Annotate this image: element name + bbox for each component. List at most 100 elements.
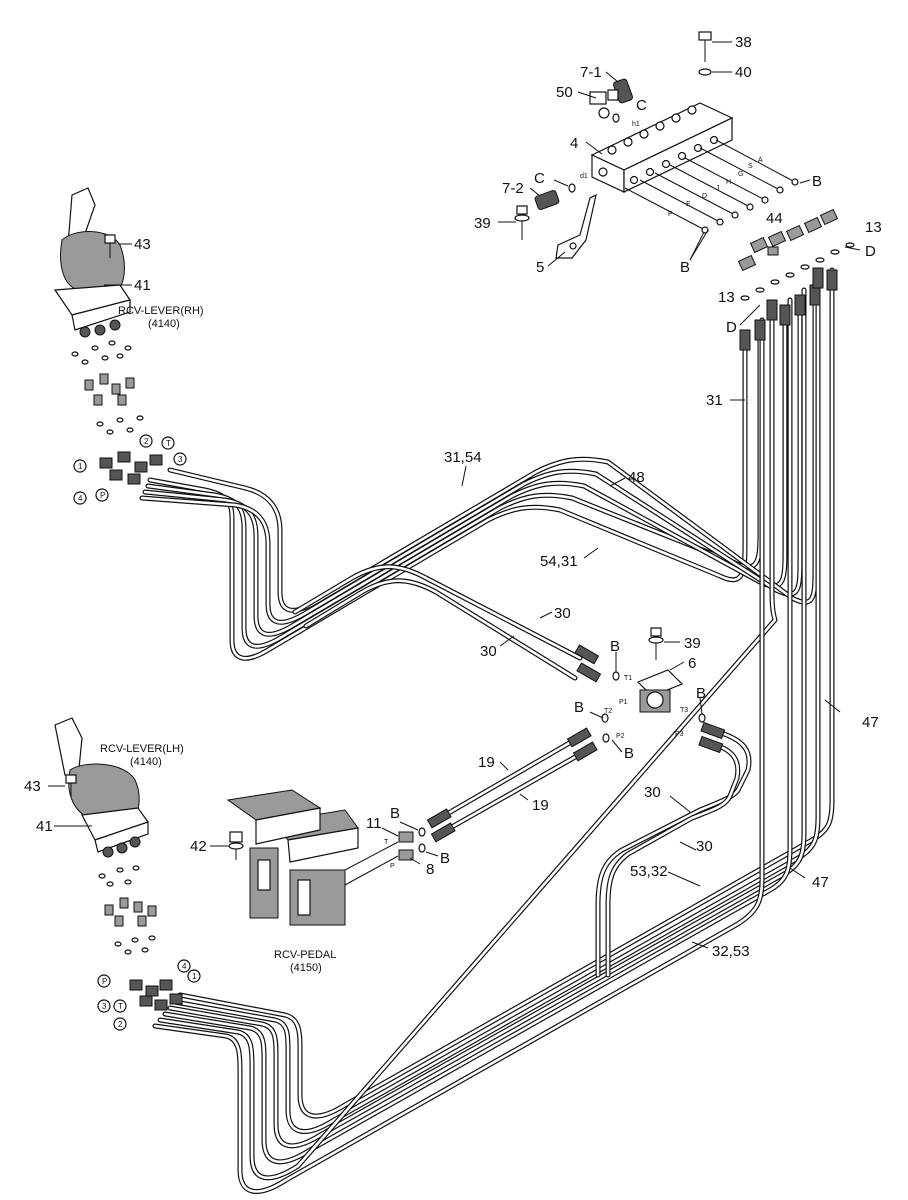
lh-port-2: 2 — [118, 1020, 123, 1029]
manifold-block — [590, 102, 734, 193]
port-s: S — [748, 163, 753, 170]
callout-47-upper: 47 — [862, 714, 879, 731]
callout-11: 11 — [366, 815, 382, 832]
lh-port-1: 1 — [192, 972, 197, 981]
callout-43-rh: 43 — [134, 236, 151, 253]
callout-b-right: B — [812, 173, 822, 190]
callout-b-t1: B — [610, 638, 620, 655]
lh-small-fittings — [98, 865, 157, 955]
rh-port-markers — [73, 434, 187, 505]
port-t1: T1 — [624, 675, 632, 682]
o-rings — [418, 113, 706, 853]
callout-4: 4 — [570, 135, 578, 152]
bolt-43-lh — [65, 774, 77, 798]
bolt-38 — [698, 31, 712, 62]
rh-port-p: P — [100, 491, 105, 500]
bolt-43-rh — [104, 234, 116, 258]
rh-port-t: T — [166, 439, 171, 448]
rh-port-3: 3 — [178, 455, 183, 464]
port-p3: P3 — [675, 731, 684, 738]
callout-c-top: C — [636, 97, 647, 114]
hose-19 — [437, 735, 587, 835]
callout-39-upper: 39 — [474, 215, 491, 232]
callout-19-b: 19 — [532, 797, 549, 814]
callout-43-lh: 43 — [24, 778, 41, 795]
port-number-labels: 1 2 T 3 4 P P 3 T 2 4 1 — [78, 437, 197, 1029]
callout-38: 38 — [735, 34, 752, 51]
port-t2: T2 — [604, 708, 612, 715]
port-a: A — [758, 157, 763, 164]
callout-b-t3: B — [696, 685, 706, 702]
callout-19-a: 19 — [478, 754, 495, 771]
rcv-lever-rh — [53, 187, 131, 338]
callout-8: 8 — [426, 861, 434, 878]
callout-30-a: 30 — [554, 605, 571, 622]
bolt-39-upper — [514, 205, 530, 240]
callout-42: 42 — [190, 838, 207, 855]
callout-b-p2: B — [624, 745, 634, 762]
port-d: D — [702, 193, 707, 200]
port-d1: d1 — [580, 173, 588, 180]
washer-40 — [698, 68, 712, 76]
callout-7-2: 7-2 — [502, 180, 524, 197]
callout-47-lower: 47 — [812, 874, 829, 891]
callout-40: 40 — [735, 64, 752, 81]
port-p1: P1 — [619, 699, 628, 706]
lh-port-t: T — [118, 1002, 123, 1011]
rcv-pedal-label: RCV-PEDAL — [274, 949, 336, 961]
rcv-lever-lh-label: RCV-LEVER(LH) — [100, 743, 184, 755]
rcv-lever-rh-code: (4140) — [148, 318, 180, 330]
callout-30-c: 30 — [644, 784, 661, 801]
pedal-fittings-11-8 — [398, 831, 414, 861]
rcv-lever-lh — [54, 717, 149, 858]
bolt-39-lower — [648, 627, 664, 660]
port-f: F — [668, 211, 672, 218]
port-h1: h1 — [632, 121, 640, 128]
callout-39-lower: 39 — [684, 635, 701, 652]
callout-b-pedal-bottom: B — [440, 850, 450, 867]
rh-port-2: 2 — [144, 437, 149, 446]
hose-30-upper — [292, 564, 583, 681]
rcv-pedal-code: (4150) — [290, 962, 322, 974]
port-h: H — [726, 179, 731, 186]
rh-small-fittings — [71, 340, 144, 435]
rcv-lever-rh-label: RCV-LEVER(RH) — [118, 305, 204, 317]
lh-port-markers — [97, 959, 201, 1031]
callout-48: 48 — [628, 469, 645, 486]
callout-30-d: 30 — [696, 838, 713, 855]
leader-lines — [48, 41, 841, 949]
hose-bundle-lh-lower — [152, 267, 835, 1194]
port-g: G — [738, 171, 743, 178]
callout-labels: 38 40 7-1 50 C h1 4 d1 C 7-2 39 5 B B A … — [24, 34, 882, 974]
lh-port-3: 3 — [102, 1002, 107, 1011]
callout-53-32: 53,32 — [630, 863, 668, 880]
rcv-pedal — [226, 789, 399, 926]
pedal-port-p: P — [390, 863, 395, 870]
bracket — [555, 193, 597, 259]
lh-hose-connectors — [129, 979, 183, 1011]
port-t3: T3 — [680, 707, 688, 714]
lh-port-4: 4 — [182, 962, 187, 971]
callout-7-1: 7-1 — [580, 64, 602, 81]
callout-41-lh: 41 — [36, 818, 53, 835]
rcv-lever-lh-code: (4140) — [130, 756, 162, 768]
port-e: E — [686, 201, 691, 208]
callout-d-right: D — [865, 243, 876, 260]
pressure-switch-7-1 — [607, 78, 633, 104]
callout-54-31: 54,31 — [540, 553, 578, 570]
callout-13-right: 13 — [865, 219, 882, 236]
callout-32-53: 32,53 — [712, 943, 750, 960]
callout-b-pedal-top: B — [390, 805, 400, 822]
hose-30-lower — [595, 729, 752, 978]
callout-30-b: 30 — [480, 643, 497, 660]
pedal-port-t: T — [384, 839, 389, 846]
rh-port-1: 1 — [78, 462, 83, 471]
rh-hose-connectors — [99, 451, 163, 485]
hose-bundle-rh-upper — [139, 297, 818, 661]
adapter-50 — [589, 91, 610, 119]
bolt-42 — [228, 831, 244, 860]
port-j: J — [716, 185, 720, 192]
callout-c-left: C — [534, 170, 545, 187]
rh-port-4: 4 — [78, 494, 83, 503]
